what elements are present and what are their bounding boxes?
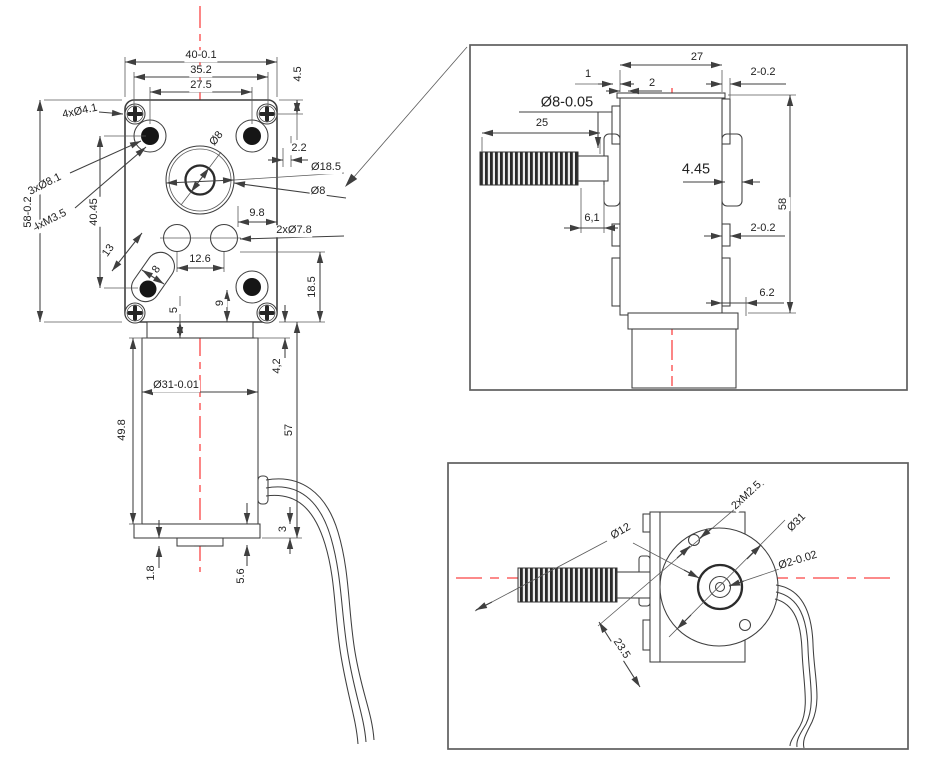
wire-grommet: [257, 475, 269, 505]
dim-pair-holes: 2xØ7.8: [275, 224, 313, 237]
dim-bottom-step: 6.2: [758, 287, 776, 300]
detail-callout-arrow: [345, 173, 358, 187]
dim-side-offset: 2.2: [290, 142, 308, 155]
dim-motor-dia: Ø31-0.01: [152, 379, 200, 392]
motor-end-step: [176, 537, 224, 547]
dim-wall: 2: [647, 77, 657, 90]
dim-flange-step: 5: [168, 305, 181, 315]
dim-hole-bottom: 9: [214, 298, 227, 308]
dim-hole-spacing: 27.5: [189, 79, 213, 92]
mount-hole: [235, 270, 269, 304]
dim-wire-gap: 3: [277, 524, 290, 534]
dim-ear-thickness-mid: 2-0.2: [749, 222, 777, 235]
dim-edge-offset: 4.5: [292, 65, 305, 83]
dim-worm-dia: Ø8-0.05: [539, 94, 595, 111]
corner-screw: [124, 103, 146, 125]
gearbox-plate-edge: [649, 511, 661, 663]
dim-boss-width: 4.45: [680, 161, 712, 178]
dim-side-width: 27: [689, 51, 705, 64]
front-view: [36, 6, 468, 745]
dim-pair-spacing: 12.6: [188, 253, 212, 266]
dim-bottom-height: 18.5: [306, 275, 319, 299]
motor-flange: [627, 312, 739, 330]
mount-hole: [235, 119, 269, 153]
motor-end-cap: [133, 523, 261, 539]
screw-hole-m25: [738, 618, 752, 632]
hub-inner: [708, 575, 732, 599]
dim-ear-thickness-top: 2-0.2: [749, 66, 777, 79]
dim-tab-offset: 1: [583, 68, 593, 81]
dim-lower-height: 57: [283, 422, 296, 438]
dim-motor-length: 49.8: [116, 418, 129, 442]
dim-pair-offset: 9.8: [248, 207, 266, 220]
motor-body-hatched: [631, 328, 737, 389]
slot-hole-bore: [139, 280, 157, 298]
corner-screw: [256, 103, 278, 125]
back-view-detail: [447, 462, 909, 750]
dim-worm-length: 25: [534, 117, 550, 130]
corner-screw: [124, 302, 146, 324]
motor-wires: [774, 584, 818, 749]
dim-flange-height: 4,2: [271, 357, 284, 375]
motor-wires: [265, 478, 375, 745]
dim-overall-height: 58-0.2: [22, 195, 35, 229]
dim-cap-height: 5.6: [235, 567, 248, 585]
motor-flange: [146, 321, 254, 339]
dim-side-height: 58: [777, 196, 790, 212]
worm-shaft-thread: [517, 567, 618, 603]
worm-shaft-plain: [616, 571, 651, 599]
dim-boss-dia: Ø18.5: [310, 161, 342, 174]
dim-bore-dia: Ø8: [309, 185, 327, 198]
dim-shaft-step: 6,1: [583, 212, 601, 225]
dim-cap-step: 1.8: [145, 564, 158, 582]
worm-shaft-plain: [577, 155, 609, 182]
gearbox-body-side: [619, 97, 723, 316]
motor-shaft: [714, 581, 726, 593]
dim-hole-col-height: 40.45: [88, 197, 101, 227]
side-dimension-lines: [481, 61, 796, 316]
side-view-detail: [469, 44, 908, 391]
front-dimension-lines: [36, 46, 468, 568]
hub-circle: [696, 563, 744, 611]
screw-hole-m25: [687, 533, 701, 547]
worm-shaft-thread: [479, 151, 579, 186]
corner-screw: [256, 302, 278, 324]
dim-overall-width: 40-0.1: [184, 49, 218, 62]
dim-screw-spacing: 35.2: [189, 64, 213, 77]
top-plate: [616, 92, 726, 99]
